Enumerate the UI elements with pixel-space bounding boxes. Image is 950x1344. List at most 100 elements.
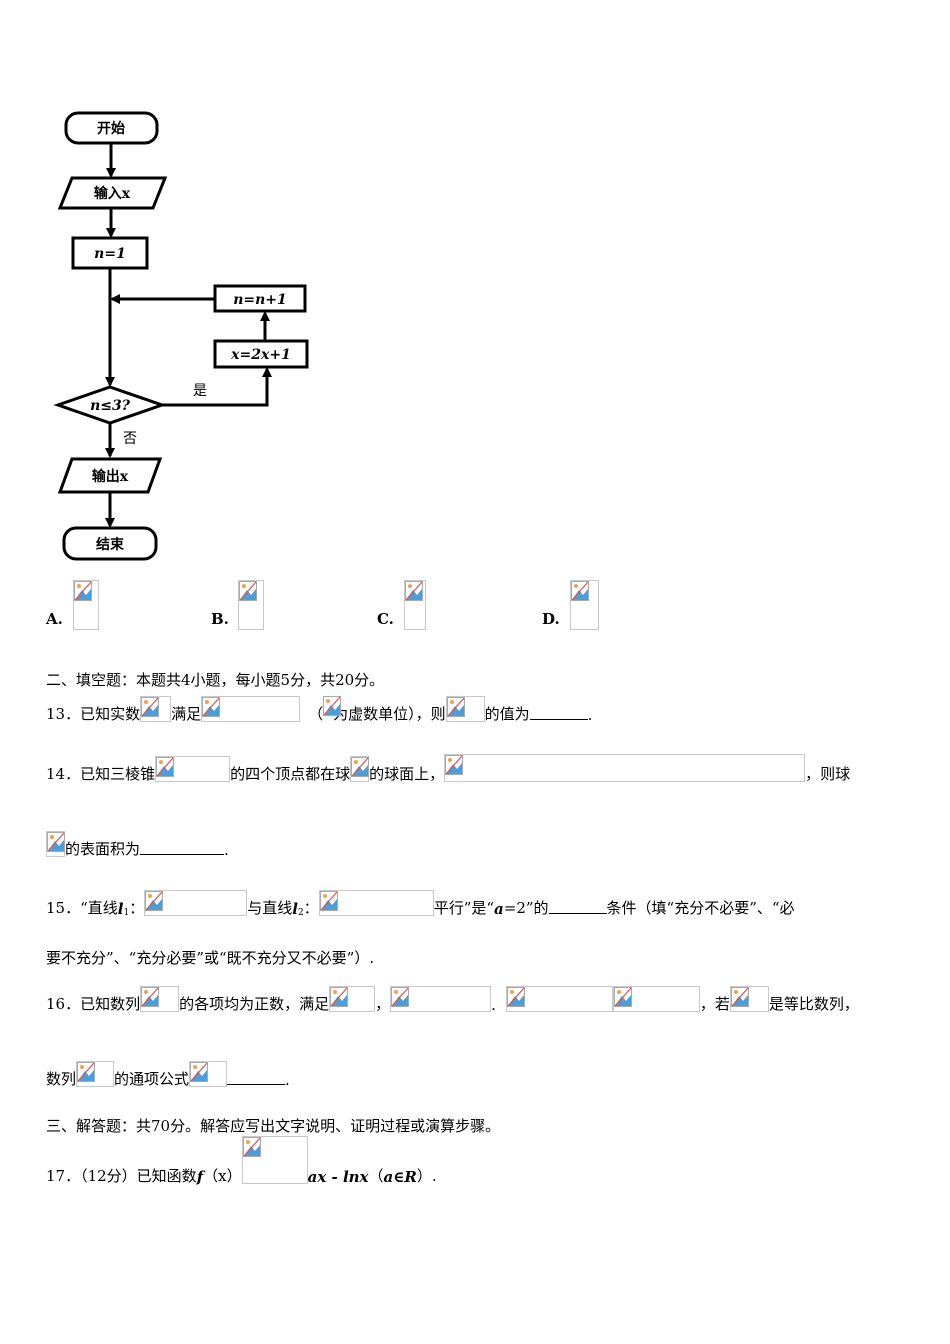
formula-image (329, 986, 376, 1012)
formula-image (445, 696, 485, 722)
answer-blank (140, 853, 225, 855)
q16-text: . (285, 1071, 290, 1089)
q13-text: 满足 (171, 705, 202, 723)
q17-text: 17．（12分）已知函数 (46, 1167, 197, 1185)
option-c-image (404, 580, 426, 630)
end-node (62, 526, 158, 561)
formula-image (140, 696, 172, 722)
question-13: 13．已知实数 满足 （ 为虚数单位），则 的值为 . (46, 696, 593, 724)
q16-text: 的各项均为正数，满足 (179, 995, 330, 1013)
q15-text: 与直线 (247, 899, 293, 917)
q15-text: 条件（填“充分不必要”、“必 (606, 899, 795, 917)
formula-image (144, 890, 248, 916)
option-a-image (73, 580, 99, 630)
yes-label: 是 (193, 383, 207, 399)
q14-text: . (224, 841, 229, 859)
q14-text: 14．已知三棱锥 (46, 765, 156, 783)
q15-text: l (117, 900, 124, 918)
section-2-heading: 二、填空题：本题共4小题，每小题5分，共20分。 (46, 668, 384, 690)
input-label: 输入x (94, 185, 131, 202)
broken-image-icon (242, 1137, 261, 1157)
broken-image-icon (156, 757, 175, 777)
broken-image-icon (190, 1062, 209, 1082)
answer-blank (529, 718, 588, 720)
formula-image (350, 756, 370, 782)
section-2-text: 二、填空题：本题共4小题，每小题5分，共20分。 (46, 671, 385, 689)
broken-image-icon (446, 697, 465, 717)
start-label: 开始 (97, 120, 125, 137)
formula-image (201, 696, 301, 722)
answer-blank (548, 912, 607, 914)
broken-image-icon (445, 755, 464, 775)
question-14: 14．已知三棱锥 的四个顶点都在球 的球面上， ，则球 (46, 754, 896, 784)
question-15-cont: 要不充分”、“充分必要”或“既不充分又不必要”）. (46, 946, 374, 968)
question-16-cont: 数列 的通项公式 . (46, 1061, 290, 1089)
q14-text: 的四个顶点都在球 (230, 765, 351, 783)
q15-text: 平行”是“ (433, 899, 495, 917)
q14-text: 的球面上， (369, 765, 445, 783)
q17-text: f (196, 1168, 204, 1186)
q13-text: 为虚数单位），则 (333, 705, 446, 723)
increment-label: n=n+1 (233, 292, 287, 308)
section-3-heading: 三、解答题：共70分。解答应写出文字说明、证明过程或演算步骤。 (46, 1114, 500, 1136)
broken-image-icon (391, 987, 410, 1007)
broken-image-icon (405, 581, 423, 601)
section-3-text: 三、解答题：共70分。解答应写出文字说明、证明过程或演算步骤。 (46, 1117, 501, 1135)
broken-image-icon (145, 891, 164, 911)
broken-image-icon (47, 832, 65, 852)
q17-text: a∈R (383, 1168, 417, 1186)
q15-text: a (494, 900, 504, 918)
formula-image (140, 986, 180, 1012)
formula-image (444, 754, 806, 782)
answer-blank (227, 1083, 286, 1085)
init-label: n=1 (94, 246, 126, 262)
condition-label: n≤3? (90, 398, 131, 414)
formula-image (76, 1061, 115, 1087)
option-a-label: A. (46, 610, 63, 628)
input-node (57, 176, 168, 210)
formula-image (323, 696, 342, 722)
formula-image (189, 1061, 228, 1087)
q13-text: . (587, 706, 593, 724)
q16-text: 是等比数列， (768, 995, 859, 1013)
q16-text: 数列 (46, 1070, 77, 1088)
q15-text: l (292, 900, 298, 918)
update-label: x=2x+1 (230, 347, 291, 363)
q15-text: =2”的 (503, 899, 549, 917)
q16-text: 的通项公式 (114, 1070, 190, 1088)
q15-text: 要不充分”、“充分必要”或“既不充分又不必要”）. (46, 949, 375, 967)
broken-image-icon (506, 987, 525, 1007)
q13-text: 的值为 (484, 705, 530, 723)
formula-image (241, 1136, 308, 1184)
update-node (213, 339, 309, 369)
broken-image-icon (77, 1062, 96, 1082)
formula-image (612, 986, 700, 1012)
q14-text: ，则球 (805, 765, 851, 783)
q16-text: ，若 (699, 995, 730, 1013)
option-c-label: C. (377, 610, 394, 628)
q15-text: 15．“直线 (46, 899, 118, 917)
option-b-label: B. (211, 610, 229, 628)
q15-text: 1 (123, 908, 130, 918)
option-b-image (238, 580, 264, 630)
broken-image-icon (323, 696, 342, 716)
broken-image-icon (730, 987, 749, 1007)
q16-text: 16．已知数列 (46, 995, 141, 1013)
output-node (57, 457, 163, 494)
q15-text: ： (303, 899, 319, 917)
formula-image (505, 986, 613, 1012)
question-16: 16．已知数列 的各项均为正数，满足 ， . ，若 是等比数列， (46, 986, 859, 1014)
formula-image (155, 756, 231, 782)
question-17: 17．（12分）已知函数 f（x） ax - lnx（a∈R）. (46, 1136, 437, 1186)
broken-image-icon (202, 697, 221, 717)
q15-text: ： (129, 899, 145, 917)
broken-image-icon (141, 697, 160, 717)
flowchart: 开始 输入x n=1 n=n+1 x=2x+1 n≤3? 输出x 结束 是 否 (53, 111, 309, 561)
no-label: 否 (123, 431, 137, 447)
broken-image-icon (239, 581, 257, 601)
output-label: 输出x (92, 468, 129, 485)
formula-image (729, 986, 769, 1012)
q17-text: ax - lnx (307, 1168, 369, 1186)
q16-text: ， (375, 995, 391, 1013)
